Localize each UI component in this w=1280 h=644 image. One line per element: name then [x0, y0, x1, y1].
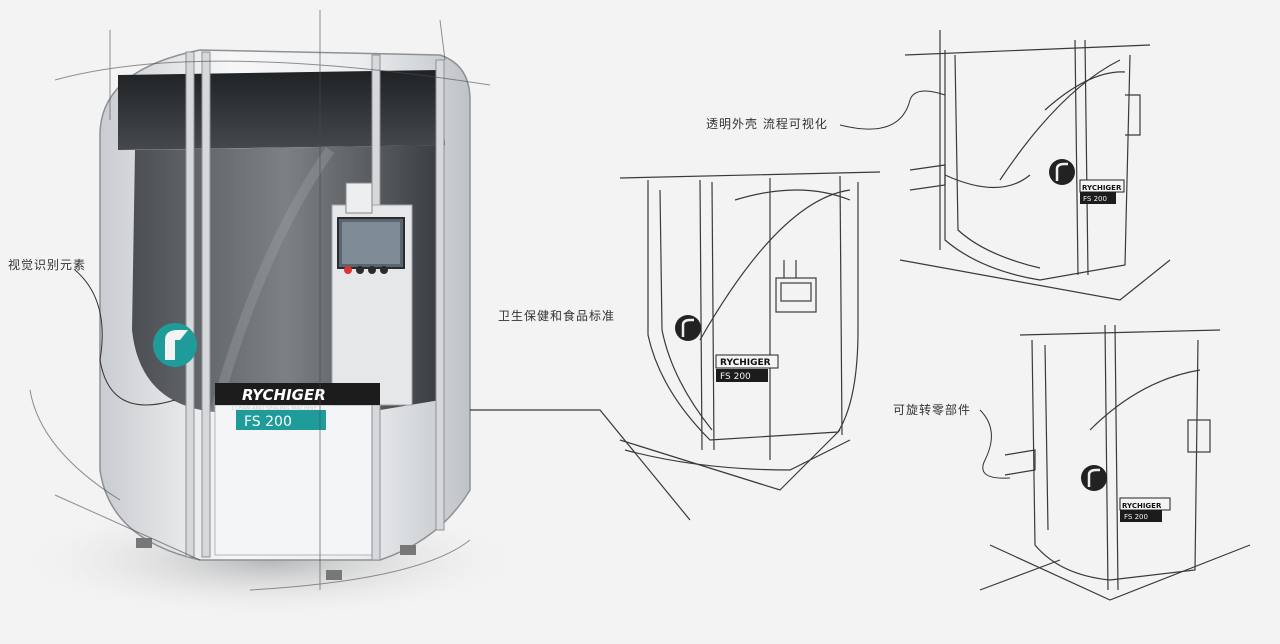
brand-tagline: CLEAN AND SEALING MACHINE: [232, 406, 318, 412]
annotation-visual-recognition: 视觉识别元素: [8, 258, 87, 272]
sketch-model: FS 200: [1083, 195, 1107, 203]
main-machine-render: RYCHIGER CLEAN AND SEALING MACHINE FS 20…: [10, 10, 530, 620]
annotation-transparent-shell: 透明外壳 流程可视化: [706, 117, 828, 131]
sketch-brand: RYCHIGER: [1122, 502, 1162, 510]
sketch-brand: RYCHIGER: [1082, 184, 1122, 192]
brand-name: RYCHIGER: [242, 386, 326, 404]
sketch-top-right-view: [899, 30, 1171, 301]
sketch-front-badge: RYCHIGER FS 200: [675, 315, 779, 382]
sketch-brand: RYCHIGER: [720, 358, 771, 368]
sketch-model: FS 200: [1124, 513, 1148, 521]
brand-logo-icon: [153, 323, 197, 367]
emergency-stop-button: [344, 266, 352, 274]
brand-plate: [215, 383, 380, 405]
annotation-rotatable-parts: 可旋转零部件: [893, 403, 972, 417]
sketch-bottom-right-badge: RYCHIGER FS 200: [1081, 465, 1171, 522]
model-name: FS 200: [244, 414, 292, 430]
sketch-bottom-right-view: [979, 324, 1251, 601]
sketch-model: FS 200: [720, 372, 751, 382]
annotation-hygiene-food: 卫生保健和食品标准: [498, 309, 616, 323]
model-plate: [236, 410, 326, 430]
sketch-top-right-badge: RYCHIGER FS 200: [1049, 159, 1125, 204]
sketch-front-view: [470, 171, 881, 521]
upper-glass: [118, 70, 445, 150]
